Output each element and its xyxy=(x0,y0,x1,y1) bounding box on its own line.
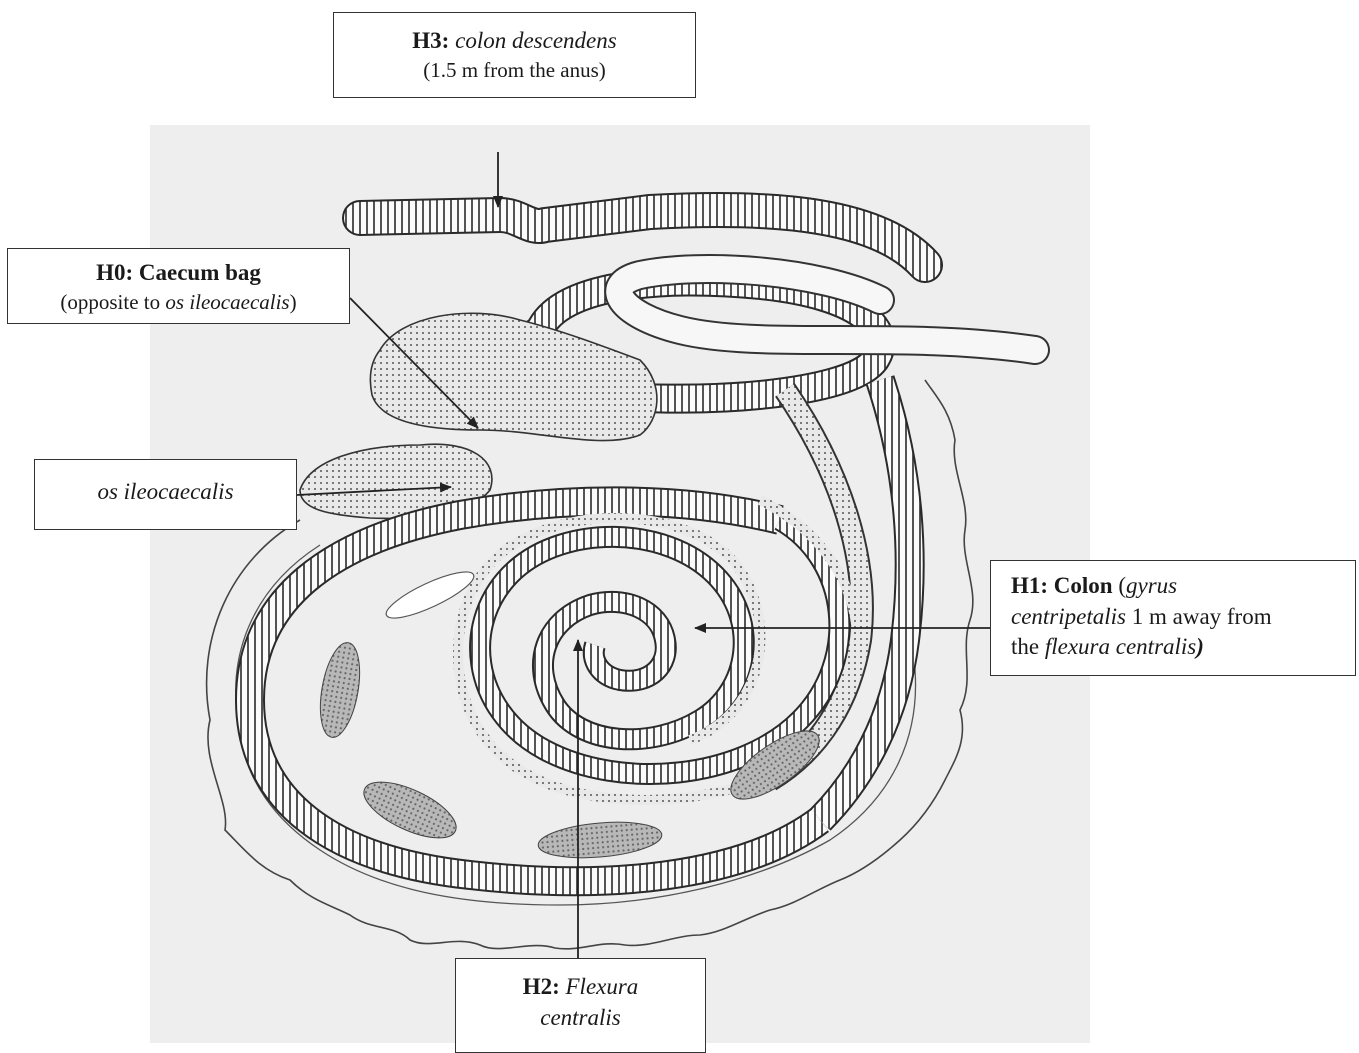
h1-close: ) xyxy=(1196,634,1204,659)
label-h1-colon: H1: Colon (gyrus centripetalis 1 m away … xyxy=(990,560,1356,676)
h1-mid: 1 m away from xyxy=(1126,604,1272,629)
h1-term3: flexura centralis xyxy=(1045,634,1196,659)
h0-note-suffix: ) xyxy=(290,290,297,314)
h2-term1: Flexura xyxy=(566,974,639,999)
caecum-bag xyxy=(370,313,656,440)
label-h0-caecum-bag: H0: Caecum bag (opposite to os ileocaeca… xyxy=(7,248,350,324)
h0-note-prefix: (opposite to xyxy=(60,290,165,314)
h0-code: H0: Caecum bag xyxy=(8,257,349,288)
h1-open: ( xyxy=(1113,573,1126,598)
label-h2-flexura-centralis: H2: Flexura centralis xyxy=(455,958,706,1053)
label-os-ileocaecalis: os ileocaecalis xyxy=(34,459,297,530)
h3-code: H3: xyxy=(412,28,449,53)
h2-code: H2: xyxy=(523,974,560,999)
h1-term1: gyrus xyxy=(1126,573,1177,598)
h0-note-term: os ileocaecalis xyxy=(165,290,289,314)
h1-code: H1: Colon xyxy=(1011,573,1113,598)
h3-note: (1.5 m from the anus) xyxy=(334,56,695,84)
fat-patch xyxy=(537,818,663,863)
h2-term2: centralis xyxy=(456,1002,705,1033)
h1-term2: centripetalis xyxy=(1011,604,1126,629)
label-h3-colon-descendens: H3: colon descendens (1.5 m from the anu… xyxy=(333,12,696,98)
fat-patch xyxy=(314,640,366,741)
fat-patch xyxy=(356,771,464,850)
os-term: os ileocaecalis xyxy=(97,479,233,504)
h3-name: colon descendens xyxy=(455,28,617,53)
h1-the: the xyxy=(1011,634,1045,659)
